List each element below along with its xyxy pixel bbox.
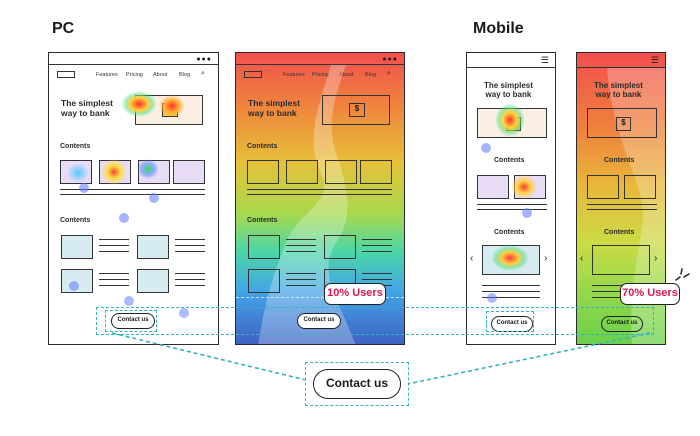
mobile-users-callout: 70% Users [620, 283, 680, 305]
heat-spot [67, 163, 89, 183]
sparkle-icon [675, 268, 690, 281]
nav-pricing: Pricing [126, 72, 143, 78]
mobile-label: Mobile [473, 20, 524, 37]
logo-placeholder [57, 71, 75, 78]
window-dots: ●●● [382, 56, 398, 63]
nav-features: Features [283, 72, 305, 78]
nav-pricing: Pricing [312, 72, 329, 78]
nav-blog: Blog [365, 72, 377, 78]
contact-us-button[interactable]: Contact us [297, 313, 341, 329]
heat-spot [121, 91, 157, 117]
money-icon: $ [349, 103, 365, 117]
contact-us-large-button[interactable]: Contact us [313, 369, 401, 399]
carousel-next-icon[interactable]: › [654, 253, 658, 264]
mobile-cta-highlight [486, 311, 534, 332]
contents-heading-1: Contents [247, 143, 278, 150]
contents-heading-2: Contents [60, 217, 91, 224]
contents-heading-2: Contents [604, 229, 635, 236]
heat-spot [159, 95, 185, 117]
contents-heading-2: Contents [247, 217, 278, 224]
carousel-next-icon[interactable]: › [544, 253, 548, 264]
heat-spot [101, 159, 127, 185]
contents-heading-1: Contents [494, 157, 525, 164]
contact-us-button[interactable]: Contact us [111, 313, 155, 329]
heat-spot [137, 159, 159, 179]
contents-heading-1: Contents [60, 143, 91, 150]
large-cta-frame [305, 362, 409, 406]
contact-us-button[interactable]: Contact us [601, 316, 643, 332]
pc-label: PC [52, 20, 75, 37]
carousel-prev-icon[interactable]: ‹ [470, 253, 474, 264]
pc-wireframe-clickmap: ●●● Features Pricing About Blog ⌕ The si… [48, 52, 219, 345]
nav-about: About [339, 72, 354, 78]
fold-line [236, 297, 404, 298]
nav-blog: Blog [179, 72, 191, 78]
carousel-prev-icon[interactable]: ‹ [580, 253, 584, 264]
search-icon: ⌕ [201, 70, 205, 77]
money-icon: $ [616, 117, 631, 131]
nav-features: Features [96, 72, 118, 78]
search-icon: ⌕ [387, 70, 391, 77]
contents-heading-2: Contents [494, 229, 525, 236]
cta-highlight-row [96, 307, 654, 335]
window-dots: ●●● [196, 56, 212, 63]
hamburger-menu-icon: ☰ [540, 55, 549, 65]
contents-heading-1: Contents [604, 157, 635, 164]
pc-users-callout: 10% Users [324, 283, 386, 305]
hamburger-menu-icon: ☰ [650, 55, 659, 65]
scroll-band [258, 65, 356, 344]
pc-cta-highlight [105, 310, 157, 332]
nav-about: About [153, 72, 168, 78]
